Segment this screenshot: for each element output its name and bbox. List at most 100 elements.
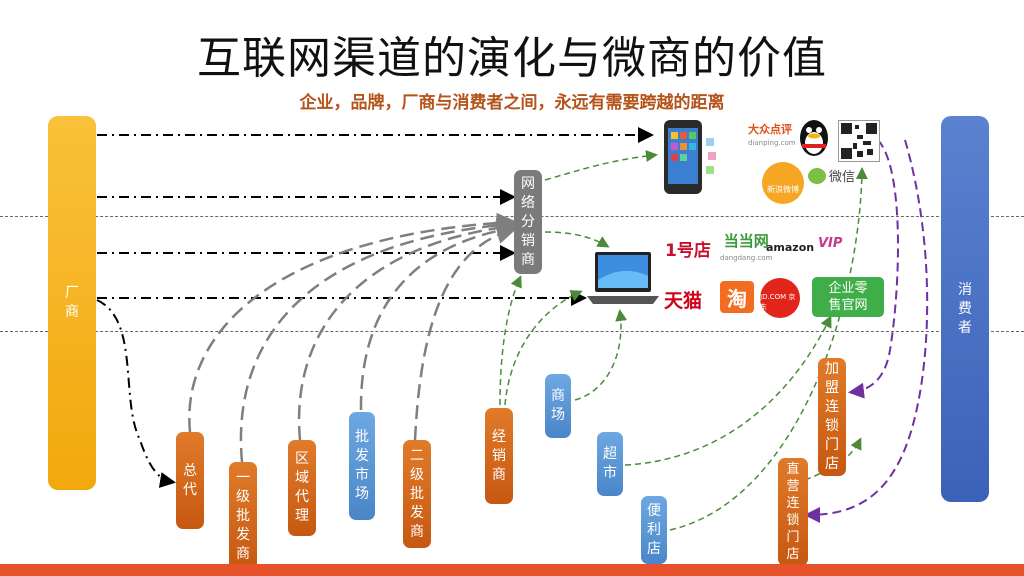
node-char: 网 [521,175,535,194]
node-char: 利 [647,521,661,540]
node-char: 商 [410,523,424,542]
arrow-conv-dianping [670,170,862,530]
taobao-logo: 淘 [720,281,754,313]
consumer-char: 者 [958,319,972,338]
dianping-text: 大众点评 [748,123,792,136]
node-char: 批 [355,428,369,447]
arrow-online-mobile [545,155,655,180]
dangdang-logo: 当当网 dangdang.com [720,234,772,265]
node-char: 分 [521,213,535,232]
arrow-mfr-general-agent [97,300,172,482]
tmall-logo: 天猫 [664,286,702,313]
node-char: 门 [825,436,839,455]
node-char: 销 [492,447,506,466]
yhd-logo: 1号店 [665,236,711,261]
node-char: 门 [786,529,799,546]
node-char: 加 [825,360,839,379]
node-char: 盟 [825,379,839,398]
node-char: 代 [183,481,197,500]
node-char: 发 [236,526,250,545]
node-char: 一 [236,469,250,488]
arc-regional-agent [299,226,512,440]
bottom-accent-bar [0,564,1024,576]
dangdang-url: dangdang.com [720,254,772,262]
node-char: 域 [295,469,309,488]
node-char: 批 [410,485,424,504]
arrow-super-official [625,318,830,465]
first-wholesaler-box: 一 级 批 发 商 [229,462,257,570]
laptop-icon [585,250,660,310]
arrow-qr-franchise [852,140,898,392]
node-char: 直 [786,461,799,478]
node-char: 场 [551,406,565,425]
wholesale-market-box: 批 发 市 场 [349,412,375,520]
manufacturer-char: 商 [65,303,79,322]
dealer-box: 经 销 商 [485,408,513,504]
node-char: 便 [647,502,661,521]
arrow-mall-pc [575,312,621,400]
node-line: 企业零 [828,280,867,297]
qq-penguin-icon [796,116,832,156]
manufacturer-char: 厂 [65,284,79,303]
convenience-store-box: 便 利 店 [641,496,667,564]
vip-logo: VIP [818,236,842,251]
node-char: 商 [551,387,565,406]
arc-wholesale-market [361,228,512,410]
node-char: 市 [603,464,617,483]
dangdang-text: 当当网 [724,232,769,250]
node-char: 连 [825,398,839,417]
weibo-text: 新浪微博 [767,184,799,195]
node-char: 商 [236,545,250,564]
node-line: 售官网 [828,297,867,314]
node-char: 级 [410,466,424,485]
official-store-box: 企业零 售官网 [812,277,884,317]
consumer-pillar: 消 费 者 [941,116,989,502]
amazon-logo: amazon [766,241,814,254]
consumer-char: 消 [958,281,972,300]
supermarket-box: 超 市 [597,432,623,496]
node-char: 锁 [825,417,839,436]
node-char: 经 [492,428,506,447]
jd-text: JD.COM 京东 [760,292,800,312]
weixin-text: 微信 [829,166,855,185]
node-char: 二 [410,447,424,466]
node-char: 理 [295,507,309,526]
node-char: 店 [786,546,799,563]
node-char: 店 [647,540,661,559]
node-char: 场 [355,485,369,504]
node-char: 络 [521,194,535,213]
node-char: 店 [825,455,839,474]
node-char: 级 [236,488,250,507]
node-char: 区 [295,450,309,469]
weibo-logo: 新浪微博 [762,162,804,204]
consumer-char: 费 [958,300,972,319]
node-char: 连 [786,495,799,512]
mall-box: 商 场 [545,374,571,438]
dianping-logo: 大众点评 dianping.com [748,124,796,149]
franchise-store-box: 加 盟 连 锁 门 店 [818,358,846,476]
node-char: 发 [410,504,424,523]
node-char: 批 [236,507,250,526]
online-distributor-box: 网 络 分 销 商 [514,170,542,274]
node-char: 市 [355,466,369,485]
arc-first-wholesaler [241,224,512,462]
node-char: 超 [603,445,617,464]
node-char: 发 [355,447,369,466]
dianping-url: dianping.com [748,139,796,147]
arrow-online-pc [545,232,607,246]
jd-logo: JD.COM 京东 [760,278,800,318]
general-agent-box: 总 代 [176,432,204,529]
node-char: 商 [492,466,506,485]
regional-agent-box: 区 域 代 理 [288,440,316,536]
qr-code-icon [838,120,880,162]
weixin-icon [808,168,826,184]
direct-store-box: 直 营 连 锁 门 店 [778,458,808,566]
node-char: 销 [521,232,535,251]
node-char: 营 [786,478,799,495]
node-char: 锁 [786,512,799,529]
manufacturer-pillar: 厂 商 [48,116,96,490]
node-char: 总 [183,462,197,481]
node-char: 代 [295,488,309,507]
weixin-logo: 微信 [808,166,855,185]
node-char: 商 [521,251,535,270]
